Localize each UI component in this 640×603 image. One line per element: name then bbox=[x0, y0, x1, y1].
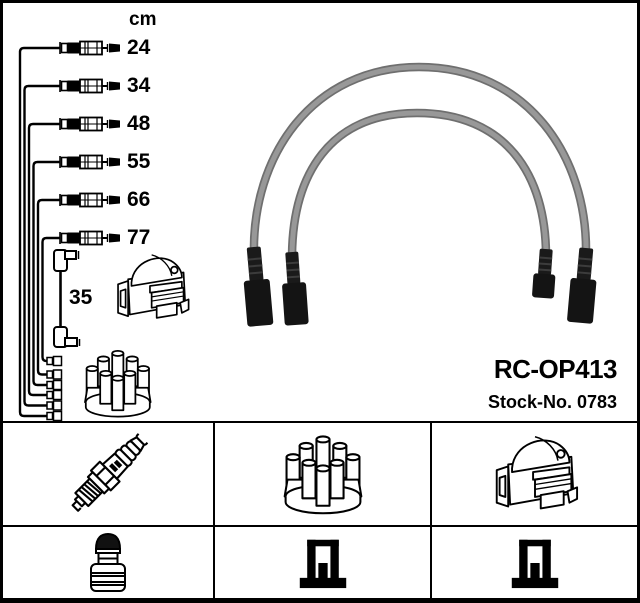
din-terminal-icon bbox=[511, 539, 558, 588]
cable-length-label: 24 bbox=[127, 36, 151, 59]
distributor-end-connectors bbox=[46, 355, 63, 421]
cable-length-label: 77 bbox=[127, 226, 151, 249]
stock-number: Stock-No. 0783 bbox=[487, 392, 617, 412]
distributor-cap-drawing bbox=[84, 349, 152, 418]
wire-boot bbox=[243, 246, 274, 327]
spark-plug-icon bbox=[63, 423, 159, 518]
cable-length-label: 34 bbox=[127, 74, 151, 97]
cable-harness-drawing bbox=[18, 40, 190, 421]
coil-cable-length-label: 35 bbox=[69, 286, 93, 309]
legend-cell-din-terminal bbox=[432, 527, 637, 598]
wire-inner bbox=[287, 108, 551, 263]
legend-cell-spark-plug bbox=[3, 423, 215, 527]
legend-cell-ignition-coil bbox=[432, 423, 637, 527]
ignition-coil-drawing bbox=[117, 254, 190, 319]
wire-outer bbox=[249, 62, 591, 258]
plug-cable-drawing bbox=[18, 46, 60, 418]
ignition-coil-icon bbox=[495, 435, 578, 510]
cable-end-connectors bbox=[59, 40, 121, 246]
wire-boot bbox=[532, 248, 556, 299]
cable-length-label: 48 bbox=[127, 112, 151, 135]
legend-cell-terminal-nut bbox=[3, 527, 215, 598]
legend-cell-din-terminal bbox=[215, 527, 432, 598]
legend-grid bbox=[3, 421, 637, 598]
distributor-cap-icon bbox=[283, 435, 362, 515]
diagram-area: cm 24 34 48 55 66 77 35 RC-OP413 Stock-N… bbox=[3, 3, 637, 421]
coil-cable-drawing bbox=[53, 249, 81, 348]
plug-wires-photo bbox=[243, 62, 597, 327]
cable-length-label: 66 bbox=[127, 188, 151, 211]
legend-cell-distributor-cap bbox=[215, 423, 432, 527]
din-terminal-icon bbox=[299, 539, 346, 588]
product-code: RC-OP413 bbox=[493, 354, 618, 384]
cable-length-label: 55 bbox=[127, 150, 151, 173]
unit-header: cm bbox=[129, 9, 157, 30]
wire-boot bbox=[282, 251, 309, 326]
wire-boot bbox=[567, 247, 597, 324]
